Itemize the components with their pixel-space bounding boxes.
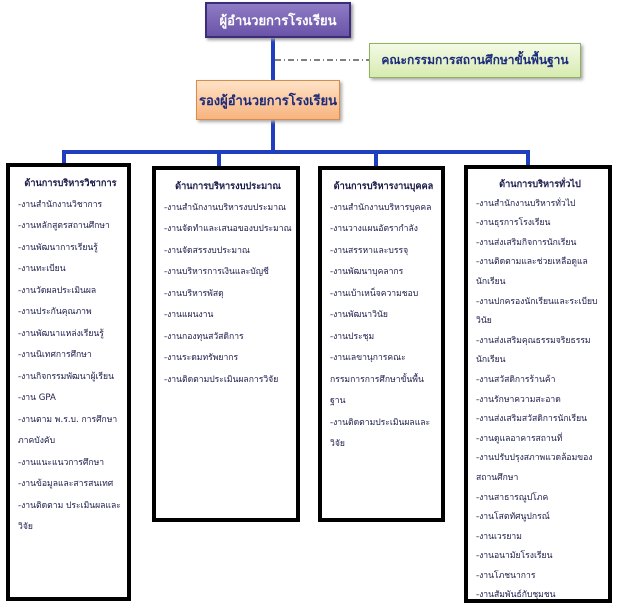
list-item: -งานประชุม: [330, 331, 375, 342]
list-item: -งานเลขานุการคณะกรรมการการศึกษาขั้นพื้นฐ…: [330, 353, 424, 406]
list-item: -งานกิจกรรมพัฒนาผู้เรียน: [18, 371, 114, 382]
deputy-director-box: รองผู้อำนวยการโรงเรียน: [196, 80, 340, 120]
list-item: -งานส่งเสริมสวัสดิการนักเรียน: [476, 414, 587, 425]
academic-affairs-column: ด้านการบริหารวิชาการ -งานสำนักงานวิชาการ…: [6, 163, 131, 601]
list-item: -งานวางแผนอัตรากำลัง: [330, 224, 418, 234]
director-title: ผู้อำนวยการโรงเรียน: [219, 13, 337, 29]
list-item: -งาน GPA: [18, 393, 56, 403]
list-item: -งานประกันคุณภาพ: [18, 307, 92, 317]
list-item: -งานเวรยาม: [476, 531, 522, 542]
list-item: -งานโภชนาการ: [476, 570, 536, 581]
list-item: -งานสำนักงานวิชาการ: [18, 199, 103, 210]
list-item: -งานระดมทรัพยากร: [164, 353, 239, 363]
list-item: -งานบริหารการเงินและบัญชี: [164, 267, 269, 277]
list-item: -งานติดตาม ประเมินผลและวิจัย: [18, 500, 121, 533]
deputy-director-title: รองผู้อำนวยการโรงเรียน: [198, 93, 338, 109]
list-item: -งานแนะแนวการศึกษา: [18, 457, 105, 468]
column-heading: ด้านการบริหารวิชาการ: [24, 178, 117, 189]
list-item: -งานกองทุนสวัสดิการ: [164, 331, 244, 342]
list-item: -งานปกครองนักเรียนและระเบียบวินัย: [476, 296, 598, 327]
list-item: -งานตาม พ.ร.บ. การศึกษาภาคบังคับ: [18, 414, 118, 447]
list-item: -งานดูแลอาคารสถานที่: [476, 433, 563, 444]
list-item: -งานหลักสูตรสถานศึกษา: [18, 221, 110, 231]
list-item: -งานส่งเสริมกิจการนักเรียน: [476, 237, 577, 248]
list-item: -งานข้อมูลและสารสนเทศ: [18, 479, 114, 489]
list-item: -งานนิเทศการศึกษา: [18, 350, 92, 360]
personnel-administration-column: ด้านการบริหารงานบุคคล -งานสำนักงานบริหาร…: [318, 166, 445, 522]
list-item: -งานวัดผลประเมินผล: [18, 285, 97, 296]
committee-title: คณะกรรมการสถานศึกษาขั้นพื้นฐาน: [381, 53, 569, 67]
list-item: -งานอนามัยโรงเรียน: [476, 551, 553, 562]
column-heading: ด้านการบริหารทั่วไป: [499, 179, 581, 190]
budget-administration-column: ด้านการบริหารงบประมาณ -งานสำนักงานบริหาร…: [152, 166, 300, 522]
director-box: ผู้อำนวยการโรงเรียน: [205, 2, 351, 38]
list-item: -งานสำนักงานบริหารงบประมาณ: [164, 202, 287, 213]
list-item: -งานติดตามและช่วยเหลือดูแลนักเรียน: [476, 257, 588, 287]
list-item: -งานปรับปรุงสภาพแวดล้อมของสถานศึกษา: [476, 453, 593, 483]
list-item: -งานทะเบียน: [18, 264, 66, 274]
list-item: -งานพัฒนาวินัย: [330, 310, 388, 320]
list-item: -งานติดตามประเมินผลและวิจัย: [330, 417, 431, 450]
list-item: -งานสรรหาและบรรจุ: [330, 245, 409, 256]
list-item: -งานบริหารพัสดุ: [164, 288, 224, 299]
list-item: -งานสวัสดิการร้านค้า: [476, 374, 556, 385]
list-item: -งานสำนักงานบริหารบุคคล: [330, 202, 432, 213]
list-item: -งานสาธารณูปโภค: [476, 492, 549, 503]
general-administration-column: ด้านการบริหารทั่วไป -งานสำนักงานบริหารทั…: [464, 165, 612, 603]
list-item: -งานติดตามประเมินผลการวิจัย: [164, 374, 279, 385]
list-item: -งานเบ้าเหน็จความชอบ: [330, 288, 419, 299]
column-heading: ด้านการบริหารงานบุคคล: [333, 181, 434, 192]
list-item: -งานโสตทัศนูปกรณ์: [476, 512, 550, 523]
list-item: -งานแผนงาน: [164, 310, 214, 320]
committee-box: คณะกรรมการสถานศึกษาขั้นพื้นฐาน: [369, 43, 581, 78]
list-item: -งานจัดทำและเสนอของบประมาณ: [164, 224, 292, 234]
list-item: -งานพัฒนาการเรียนรู้: [18, 242, 98, 253]
list-item: -งานรักษาความสะอาด: [476, 394, 561, 405]
column-heading: ด้านการบริหารงบประมาณ: [175, 181, 281, 192]
list-item: -งานจัดสรรงบประมาณ: [164, 245, 250, 256]
list-item: -งานสำนักงานบริหารทั่วไป: [476, 198, 576, 209]
list-item: -งานธุรการโรงเรียน: [476, 218, 551, 229]
list-item: -งานพัฒนาแหล่งเรียนรู้: [18, 328, 104, 339]
list-item: -งานพัฒนาบุคลากร: [330, 267, 404, 277]
list-item: -งานส่งเสริมคุณธรรมจริยธรรมนักเรียน: [476, 335, 591, 366]
list-item: -งานสัมพันธ์กับชุมชน: [476, 590, 556, 601]
